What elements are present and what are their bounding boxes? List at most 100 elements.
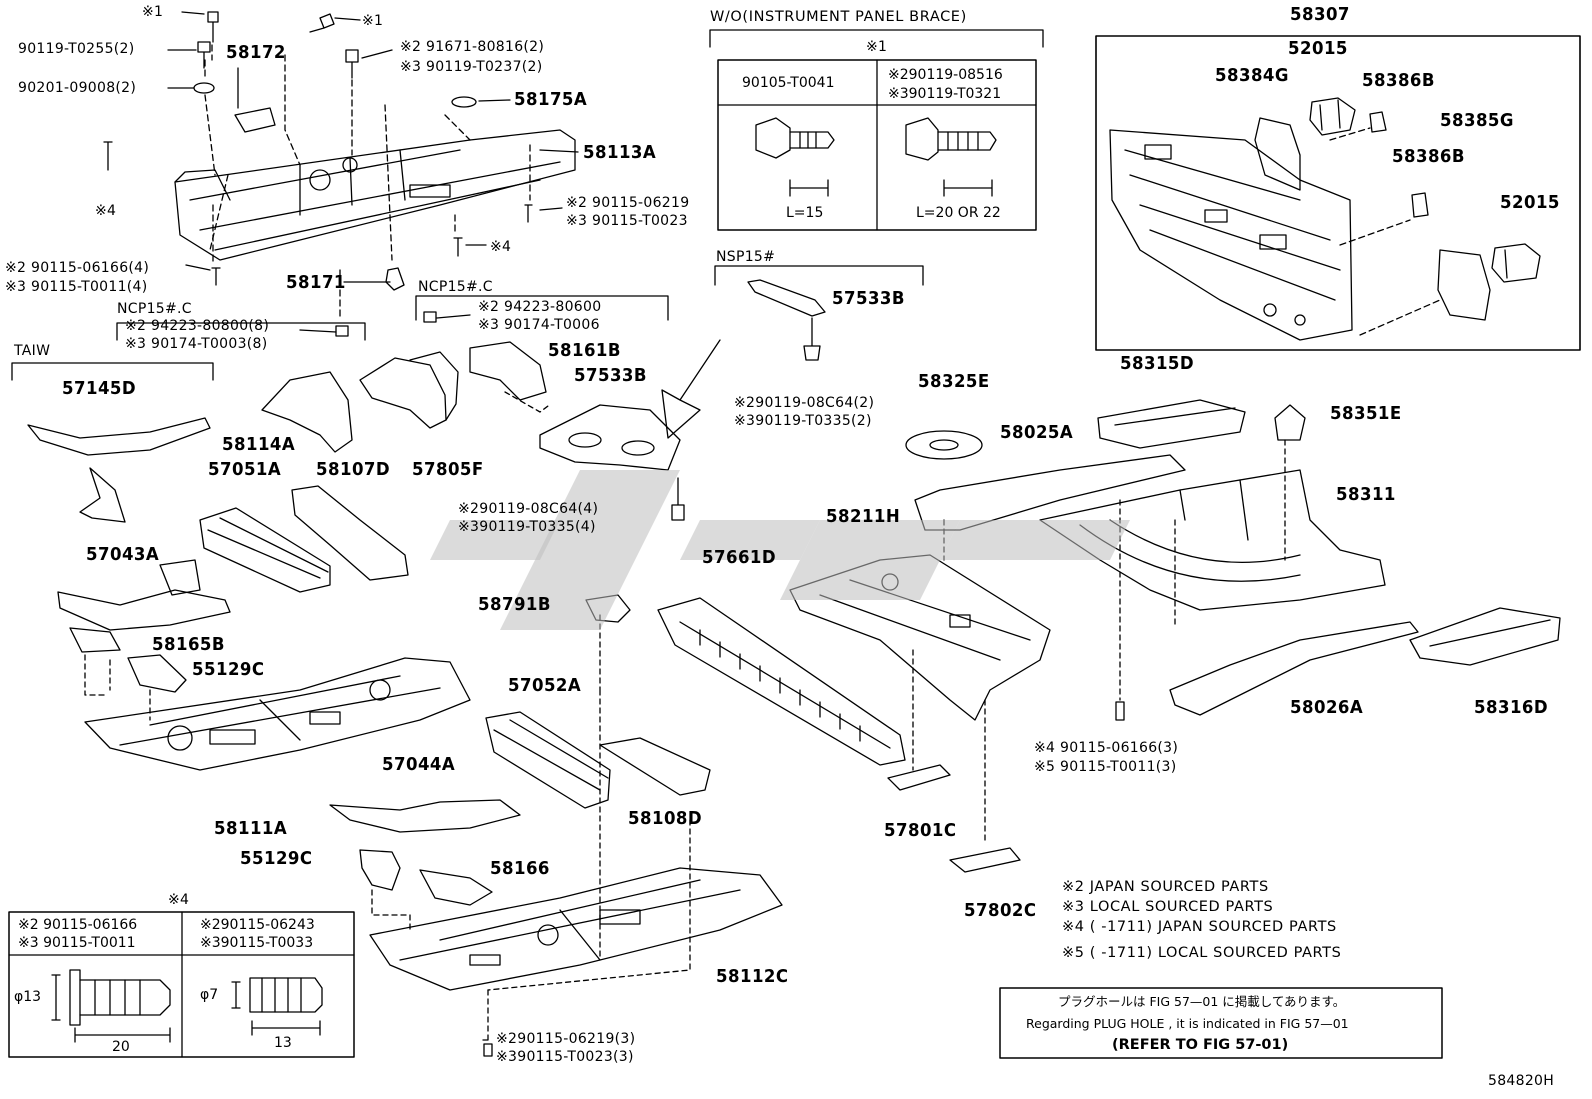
- label-90115-06243: ※290115-06243: [200, 917, 315, 933]
- label-bolt-table-bottom-ref: ※4: [168, 892, 190, 908]
- bolt-icon-phi13: [51, 969, 171, 1043]
- bracket-57805F: [409, 351, 459, 421]
- arrow-taiw: [79, 467, 126, 523]
- member-58108D: [599, 737, 711, 796]
- rail-57145D: [27, 417, 211, 456]
- label-58171: 58171: [286, 272, 346, 293]
- legend-item-3: ※3 LOCAL SOURCED PARTS: [1062, 899, 1274, 915]
- label-58384G: 58384G: [1215, 65, 1289, 86]
- clip-58386B-b: [1411, 192, 1429, 218]
- label-90115-06219-3: ※290115-06219(3): [496, 1031, 636, 1047]
- label-57533B-b: 57533B: [574, 365, 647, 386]
- label-group-taiw: TAIW: [14, 343, 51, 359]
- label-58108D: 58108D: [628, 808, 703, 829]
- label-57145D: 57145D: [62, 378, 137, 399]
- bracket-58384G: [1254, 117, 1301, 191]
- label-58315D: 58315D: [1120, 353, 1195, 374]
- member-57051A: [199, 507, 331, 593]
- note-text-en: Regarding PLUG HOLE , it is indicated in…: [1026, 1016, 1349, 1031]
- bracket-58161B: [469, 341, 547, 401]
- leader-lines: [167, 11, 579, 333]
- label-90174-T0006: ※3 90174-T0006: [478, 317, 600, 333]
- label-58316D: 58316D: [1474, 697, 1549, 718]
- label-58325E: 58325E: [918, 371, 990, 392]
- label-55129C-b: 55129C: [240, 848, 313, 869]
- member-58026A: [1169, 621, 1419, 716]
- label-90115-06166-3: ※4 90115-06166(3): [1034, 740, 1179, 756]
- label-group-ncp15-mid: NCP15#.C: [418, 279, 493, 295]
- group-bracket-taiw: [11, 362, 214, 381]
- label-58113A: 58113A: [583, 142, 657, 163]
- label-58114A: 58114A: [222, 434, 296, 455]
- label-58311: 58311: [1336, 484, 1396, 505]
- label-90174-T0003: ※3 90174-T0003(8): [125, 336, 268, 352]
- panel-58315D: [1097, 399, 1246, 449]
- label-group-wo-brace: W/O(INSTRUMENT PANEL BRACE): [710, 9, 967, 25]
- label-bolt-table-ref: ※1: [866, 39, 888, 55]
- group-bracket-nsp15: [714, 265, 924, 286]
- group-bracket-wo-brace: [709, 29, 1044, 48]
- label-58307: 58307: [1290, 4, 1350, 25]
- label-57661D: 57661D: [702, 547, 777, 568]
- member-58107D: [291, 485, 409, 581]
- label-90119-T0335-4: ※390119-T0335(4): [458, 519, 596, 535]
- label-94223-80600: ※2 94223-80600: [478, 299, 602, 315]
- label-90119-T0237: ※3 90119-T0237(2): [400, 59, 543, 75]
- member-57052A: [485, 711, 611, 809]
- label-58172: 58172: [226, 42, 286, 63]
- label-58026A: 58026A: [1290, 697, 1364, 718]
- label-58166: 58166: [490, 858, 550, 879]
- label-group-nsp15: NSP15#: [716, 249, 776, 265]
- bracket-58165B: [69, 627, 121, 653]
- label-ref-1-a: ※1: [142, 4, 164, 20]
- label-90115-T0011-4: ※3 90115-T0011(4): [5, 279, 148, 295]
- bracket-58166: [419, 869, 493, 906]
- label-ref-4-a: ※4: [95, 203, 117, 219]
- label-94223-80800: ※2 94223-80800(8): [125, 318, 270, 334]
- label-90119-08516: ※290119-08516: [888, 67, 1003, 83]
- note-text-jp: プラグホールは FIG 57—01 に掲載してあります。: [1058, 994, 1346, 1009]
- bracket-58114A: [261, 371, 353, 453]
- label-90115-06166-4: ※2 90115-06166(4): [5, 260, 150, 276]
- label-90105-T0041: 90105-T0041: [742, 75, 835, 91]
- bolt-nsp15: [803, 317, 821, 361]
- label-57801C: 57801C: [884, 820, 957, 841]
- label-group-ncp15-left: NCP15#.C: [117, 301, 192, 317]
- label-58111A: 58111A: [214, 818, 288, 839]
- bracket-57801C: [887, 764, 951, 791]
- legend-item-5: ※5 ( -1711) LOCAL SOURCED PARTS: [1062, 945, 1342, 961]
- legend-item-2: ※2 JAPAN SOURCED PARTS: [1062, 879, 1269, 895]
- bracket-58351E: [1274, 404, 1306, 441]
- note-box: [999, 987, 1443, 1059]
- label-57051A: 57051A: [208, 459, 282, 480]
- label-phi13: φ13: [14, 989, 42, 1005]
- label-55129C-a: 55129C: [192, 659, 265, 680]
- bracket-52015-a: [1309, 97, 1356, 136]
- label-57044A: 57044A: [382, 754, 456, 775]
- label-58385G: 58385G: [1440, 110, 1514, 131]
- bolt-08C64-4: [671, 477, 685, 521]
- label-90201-09008: 90201-09008(2): [18, 80, 137, 96]
- label-90119-08C64-4: ※290119-08C64(4): [458, 501, 599, 517]
- label-length-15: L=15: [786, 205, 824, 221]
- note-text-ref: (REFER TO FIG 57-01): [1112, 1037, 1289, 1053]
- label-90119-T0335-2: ※390119-T0335(2): [734, 413, 872, 429]
- label-90119-08C64-2: ※290119-08C64(2): [734, 395, 875, 411]
- panel-58316D: [1409, 607, 1561, 666]
- legend-item-4: ※4 ( -1711) JAPAN SOURCED PARTS: [1062, 919, 1337, 935]
- label-52015-b: 52015: [1500, 192, 1560, 213]
- rail-57044A: [329, 799, 521, 833]
- fastener-icons: [103, 11, 533, 337]
- bracket-55129C-b: [359, 849, 401, 891]
- clip-58386B-a: [1369, 111, 1387, 133]
- label-90115-T0023: ※3 90115-T0023: [566, 213, 688, 229]
- label-90115-T0011-3: ※5 90115-T0011(3): [1034, 759, 1177, 775]
- brace-57533B-a: [747, 279, 826, 317]
- label-58791B: 58791B: [478, 594, 551, 615]
- bracket-58385G: [1437, 249, 1491, 321]
- floor-58113A: [174, 129, 576, 261]
- diagram-code: 584820H: [1488, 1073, 1555, 1089]
- bracket-52015-b: [1491, 243, 1541, 283]
